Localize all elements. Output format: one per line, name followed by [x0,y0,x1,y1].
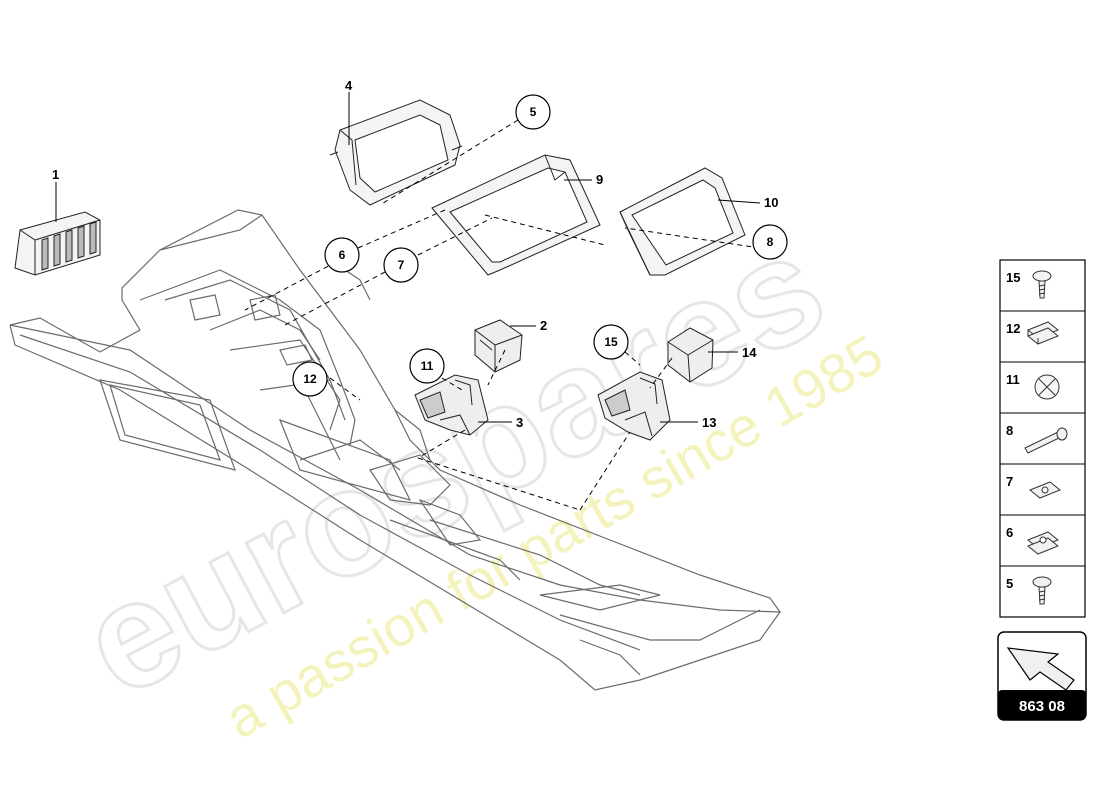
callout-9: 9 [596,172,603,187]
circled-callouts [292,94,788,397]
small-parts-legend: 15 12 11 8 [999,259,1086,618]
legend-row-6: 6 [1006,525,1059,555]
circle-6 [324,237,360,273]
watermark: eurospares a passion for parts since 198… [55,199,893,751]
callout-3: 3 [516,415,523,430]
circle-11 [409,348,445,384]
legend-row-15: 15 [1006,270,1052,299]
circle-12 [292,361,328,397]
callout-10: 10 [764,195,778,210]
circle-15 [593,324,629,360]
circle-label-6: 6 [339,248,346,262]
dashed-lines [244,119,761,511]
part-switch-block [14,211,101,276]
reference-code: 863 08 [1019,698,1065,715]
legend-number-15: 15 [1006,270,1020,285]
circle-8 [752,224,788,260]
callout-4: 4 [345,78,353,93]
circle-7 [383,247,419,283]
reference-box: 863 08 [997,631,1087,721]
circle-label-8: 8 [767,235,774,249]
callout-1: 1 [52,167,59,182]
circle-label-12: 12 [303,372,317,386]
callout-2: 2 [540,318,547,333]
circle-label-7: 7 [398,258,405,272]
circle-label-15: 15 [604,335,618,349]
part-switch-2 [474,319,523,373]
circle-5 [515,94,551,130]
callout-numbers: 1 4 9 10 2 3 14 13 [52,78,778,430]
circled-callout-labels: 5 6 7 8 11 12 15 [303,105,773,386]
part-display-screen [619,167,746,276]
part-display-bezel [431,154,601,276]
legend-number-5: 5 [1006,576,1013,591]
callout-14: 14 [742,345,757,360]
legend-number-8: 8 [1006,423,1013,438]
bolt-icon [1024,427,1068,454]
part-switch-cluster-13 [597,371,671,441]
circle-label-5: 5 [530,105,537,119]
screw-icon [1032,270,1052,299]
legend-row-8: 8 [1006,423,1068,454]
legend-number-11: 11 [1006,372,1020,387]
cap-icon [1034,374,1060,400]
legend-number-7: 7 [1006,474,1013,489]
leader-lines [55,92,761,423]
legend-row-7: 7 [1006,474,1061,499]
legend-number-6: 6 [1006,525,1013,540]
circle-label-11: 11 [421,359,434,373]
callout-13: 13 [702,415,716,430]
part-switch-cluster-3 [414,374,489,436]
part-switch-14 [667,327,714,383]
direction-arrow-icon [1006,647,1075,691]
clip-nut-icon [1027,531,1059,555]
legend-row-12: 12 [1006,321,1059,345]
part-display-frame [329,99,463,206]
clip-nut-icon [1027,321,1059,345]
legend-row-5: 5 [1006,576,1052,605]
legend-row-11: 11 [1006,372,1060,400]
legend-number-12: 12 [1006,321,1020,336]
clip-nut-icon [1029,481,1061,499]
screw-icon [1032,576,1052,605]
